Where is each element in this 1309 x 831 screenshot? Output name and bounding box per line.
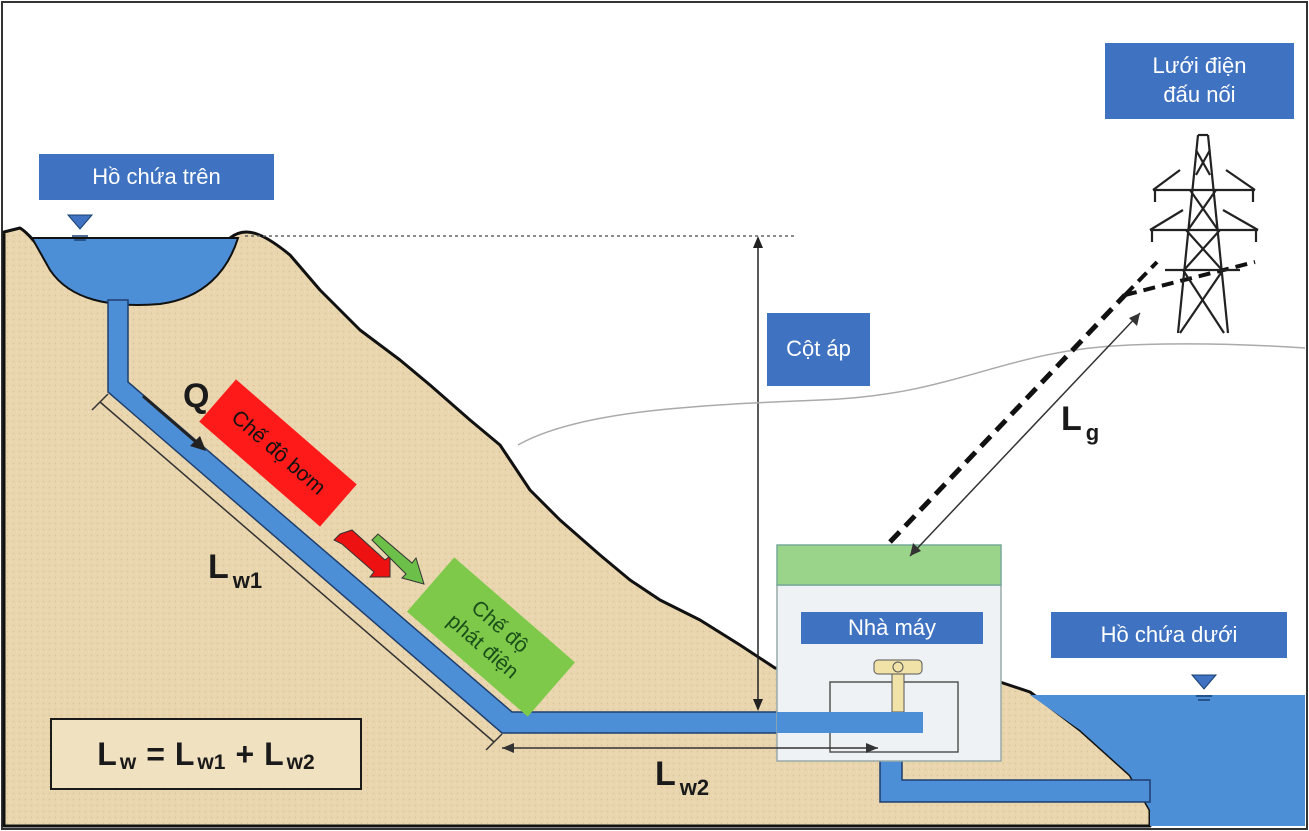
upper-water-level-icon [66,214,94,241]
flow-label: Q [183,377,209,416]
flow-symbol: Q [183,377,210,415]
upper-reservoir-water [30,237,240,306]
head-arrowhead-top [753,236,763,248]
formula-lw-sub: w [119,751,137,774]
lw2-symbol: L [655,755,676,793]
lw1-symbol: L [208,548,229,586]
lower-reservoir-water [1030,695,1305,826]
head-label: Cột áp [767,313,870,386]
background-horizon-line [517,343,1306,446]
lower-reservoir-label: Hồ chứa dưới [1051,612,1287,658]
powerhouse-label: Nhà máy [801,612,983,644]
upper-reservoir-label: Hồ chứa trên [39,154,274,200]
generate-mode-arrow [371,533,425,585]
lw2-subscript: w2 [679,775,710,800]
pump-mode-arrow [333,529,391,578]
penstock-in-plant [777,712,923,733]
grid-connection-label: Lưới điện đấu nối [1105,43,1294,119]
lg-dimension-line [909,312,1141,557]
formula-equals: = [146,735,165,772]
powerhouse-roof [776,544,1002,586]
formula-lw1: L [174,735,195,772]
formula-lw2: L [264,735,284,772]
transmission-tower-icon [1149,133,1259,334]
formula-plus: + [235,735,255,772]
flow-arrow [142,394,197,444]
formula-lw: L [97,735,117,772]
lg-subscript: g [1085,420,1100,445]
head-arrowhead-bottom [753,699,763,711]
lg-symbol: L [1061,400,1082,438]
lower-water-level-icon [1190,674,1218,701]
lw1-dimension-line [99,401,495,743]
formula-lw2-sub: w2 [286,751,315,774]
formula-lw1-sub: w1 [197,751,226,774]
lw1-subscript: w1 [232,568,263,593]
transmission-line [888,293,1127,544]
